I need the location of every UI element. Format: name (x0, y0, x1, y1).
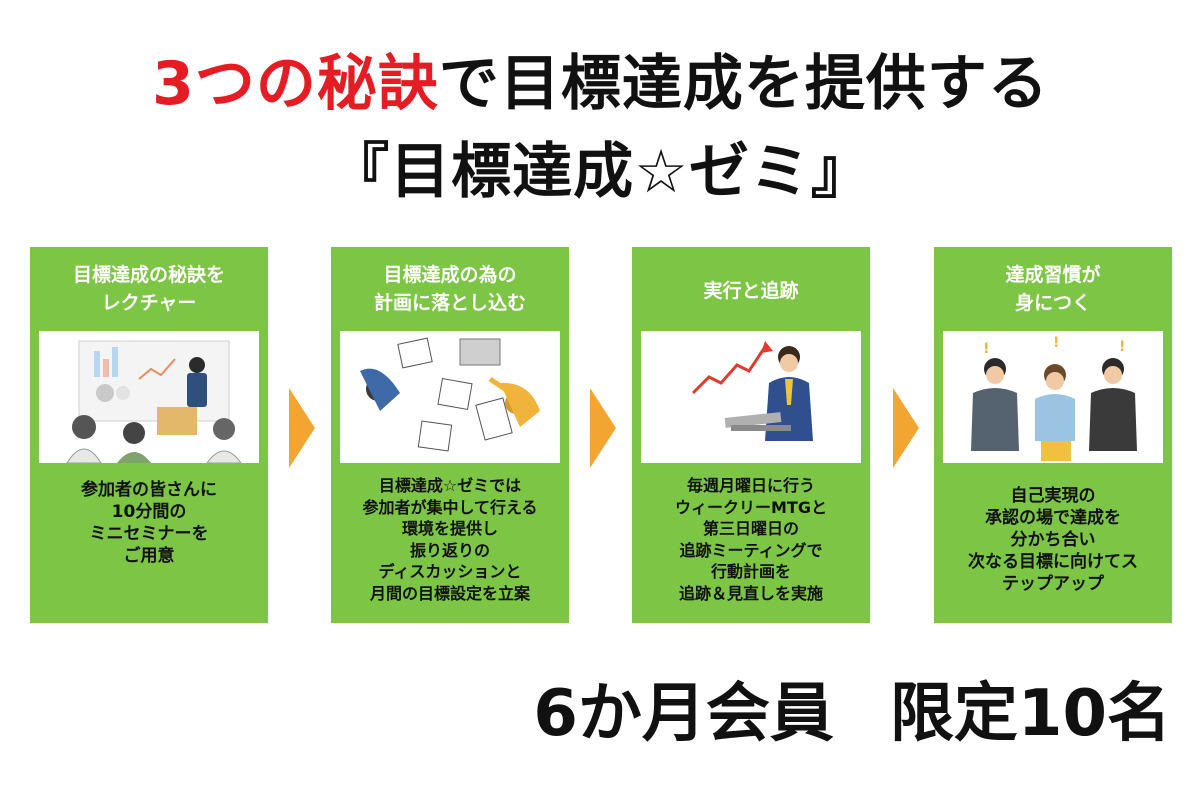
step-card-planning: 目標達成の為の 計画に落とし込む 目標達成☆ゼミでは 参加者が集中して行える 環… (331, 247, 569, 623)
card-title: 目標達成の為の 計画に落とし込む (373, 264, 526, 314)
team-success-illustration: ! ! ! (943, 331, 1163, 463)
growth-chart-laptop-illustration (641, 331, 861, 463)
arrow-right-icon (590, 388, 616, 468)
main-title: 3つの秘訣で目標達成を提供する (0, 46, 1201, 122)
seminar-lecture-illustration (39, 331, 259, 463)
svg-text:!: ! (983, 341, 989, 357)
membership-footer: 6か月会員限定10名 (533, 674, 1171, 754)
step-card-habit: 達成習慣が 身につく ! ! ! 自己実現の 承認の場で達成を (934, 247, 1172, 623)
card-title: 目標達成の秘訣を レクチャー (72, 264, 225, 314)
arrow-right-icon (289, 388, 315, 468)
step-card-lecture: 目標達成の秘訣を レクチャー (30, 247, 268, 623)
card-body: 自己実現の 承認の場で達成を 分かち合い 次なる目標に向けてス テップアップ (968, 486, 1138, 594)
membership-limit: 限定10名 (889, 677, 1171, 751)
main-title-highlight: 3つの秘訣 (152, 49, 439, 119)
planning-meeting-illustration (340, 331, 560, 463)
svg-text:!: ! (1053, 335, 1059, 351)
card-body: 参加者の皆さんに 10分間の ミニセミナーを ご用意 (81, 480, 217, 566)
svg-text:!: ! (1119, 339, 1125, 355)
main-title-rest: で目標達成を提供する (438, 49, 1049, 119)
card-body: 毎週月曜日に行う ウィークリーMTGと 第三日曜日の 追跡ミーティングで 行動計… (675, 476, 827, 603)
main-subtitle: 『目標達成☆ゼミ』 (329, 137, 872, 207)
card-title: 達成習慣が 身につく (1005, 264, 1101, 314)
step-card-execution: 実行と追跡 毎週月曜日に行う ウィークリーMTGと 第三日曜日の 追跡ミーティン… (632, 247, 870, 623)
membership-term: 6か月会員 (533, 677, 834, 751)
card-body: 目標達成☆ゼミでは 参加者が集中して行える 環境を提供し 振り返りの ディスカッ… (362, 476, 538, 603)
card-title: 実行と追跡 (703, 280, 799, 302)
arrow-right-icon (893, 388, 919, 468)
